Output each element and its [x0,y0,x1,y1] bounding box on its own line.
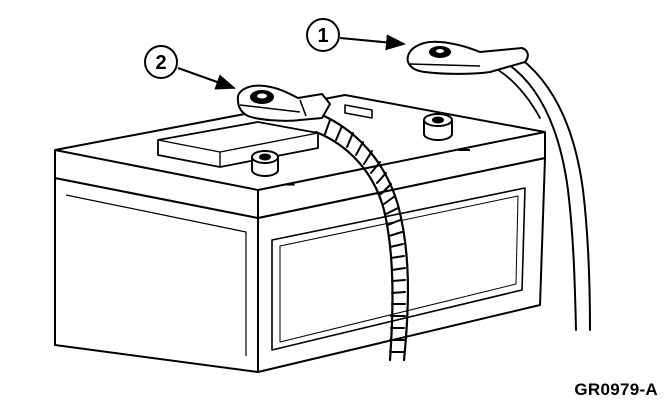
positive-cable-clamp [406,40,529,75]
negative-cable-loom [314,113,410,362]
negative-polarity-mark: − [286,177,295,194]
callout-2-leader [177,67,236,90]
battery [54,94,546,373]
callout-1-leader [339,34,406,51]
callout-2-number: 2 [155,52,166,74]
callout-2: 2 [144,45,236,90]
negative-terminal-post [251,150,279,177]
callout-2-circle [144,45,178,79]
callout-1: 1 [306,18,406,52]
negative-cable-clamp [236,84,331,122]
positive-terminal-post [423,113,453,141]
figure-code: GR0979-A [574,380,658,399]
battery-side-panel [271,187,526,351]
positive-cable [494,57,591,331]
callout-1-circle [306,18,340,52]
callout-1-number: 1 [317,25,328,47]
